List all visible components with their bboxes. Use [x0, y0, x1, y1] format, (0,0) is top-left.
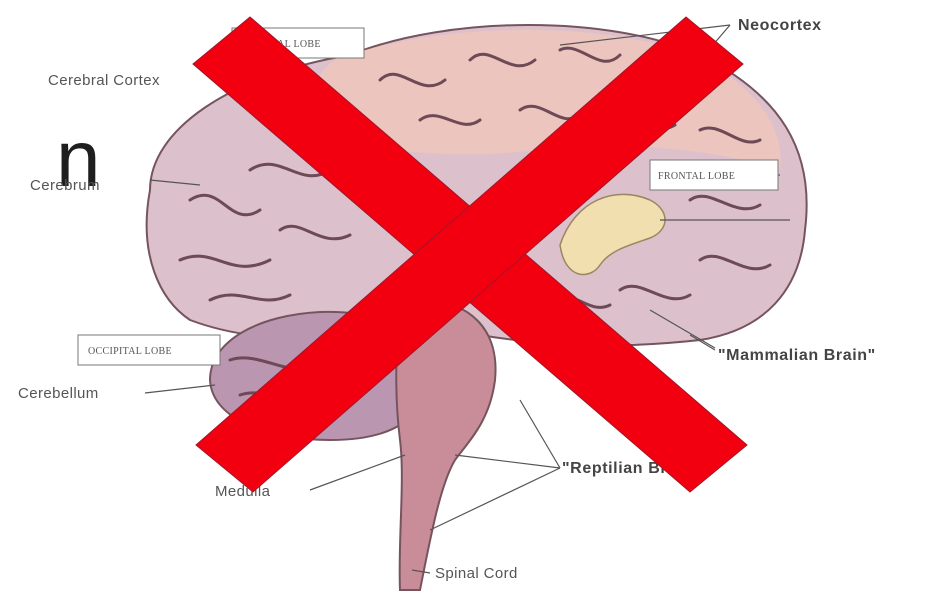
- label-cerebellum: Cerebellum: [18, 385, 99, 402]
- label-occipital-lobe: OCCIPITAL LOBE: [88, 346, 172, 357]
- label-mammalian-brain: "Mammalian Brain": [718, 347, 876, 364]
- label-frontal-lobe: FRONTAL LOBE: [658, 171, 735, 182]
- label-spinal-cord: Spinal Cord: [435, 565, 518, 582]
- frontal-lobe-box: FRONTAL LOBE: [650, 160, 778, 190]
- label-neocortex: Neocortex: [738, 17, 822, 34]
- occipital-lobe-box: OCCIPITAL LOBE: [78, 335, 220, 365]
- label-cerebral-cortex: Cerebral Cortex: [48, 72, 160, 89]
- label-medulla: Medulla: [215, 483, 271, 500]
- label-cerebrum: Cerebrum: [30, 177, 100, 194]
